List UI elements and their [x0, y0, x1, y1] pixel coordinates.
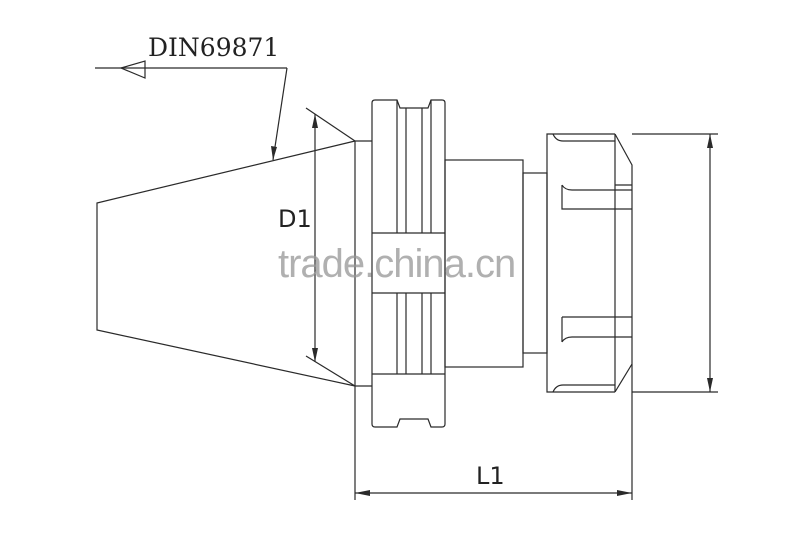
length-label: L1: [476, 462, 505, 490]
flange: [371, 99, 446, 428]
leader-line: [95, 60, 288, 161]
diameter-label: D1: [278, 205, 312, 233]
taper-cone: [96, 140, 372, 500]
dimension-lines: [305, 107, 718, 500]
collet-nut: [546, 133, 633, 393]
standard-label: DIN69871: [148, 33, 280, 62]
watermark: trade.china.cn: [278, 242, 516, 286]
